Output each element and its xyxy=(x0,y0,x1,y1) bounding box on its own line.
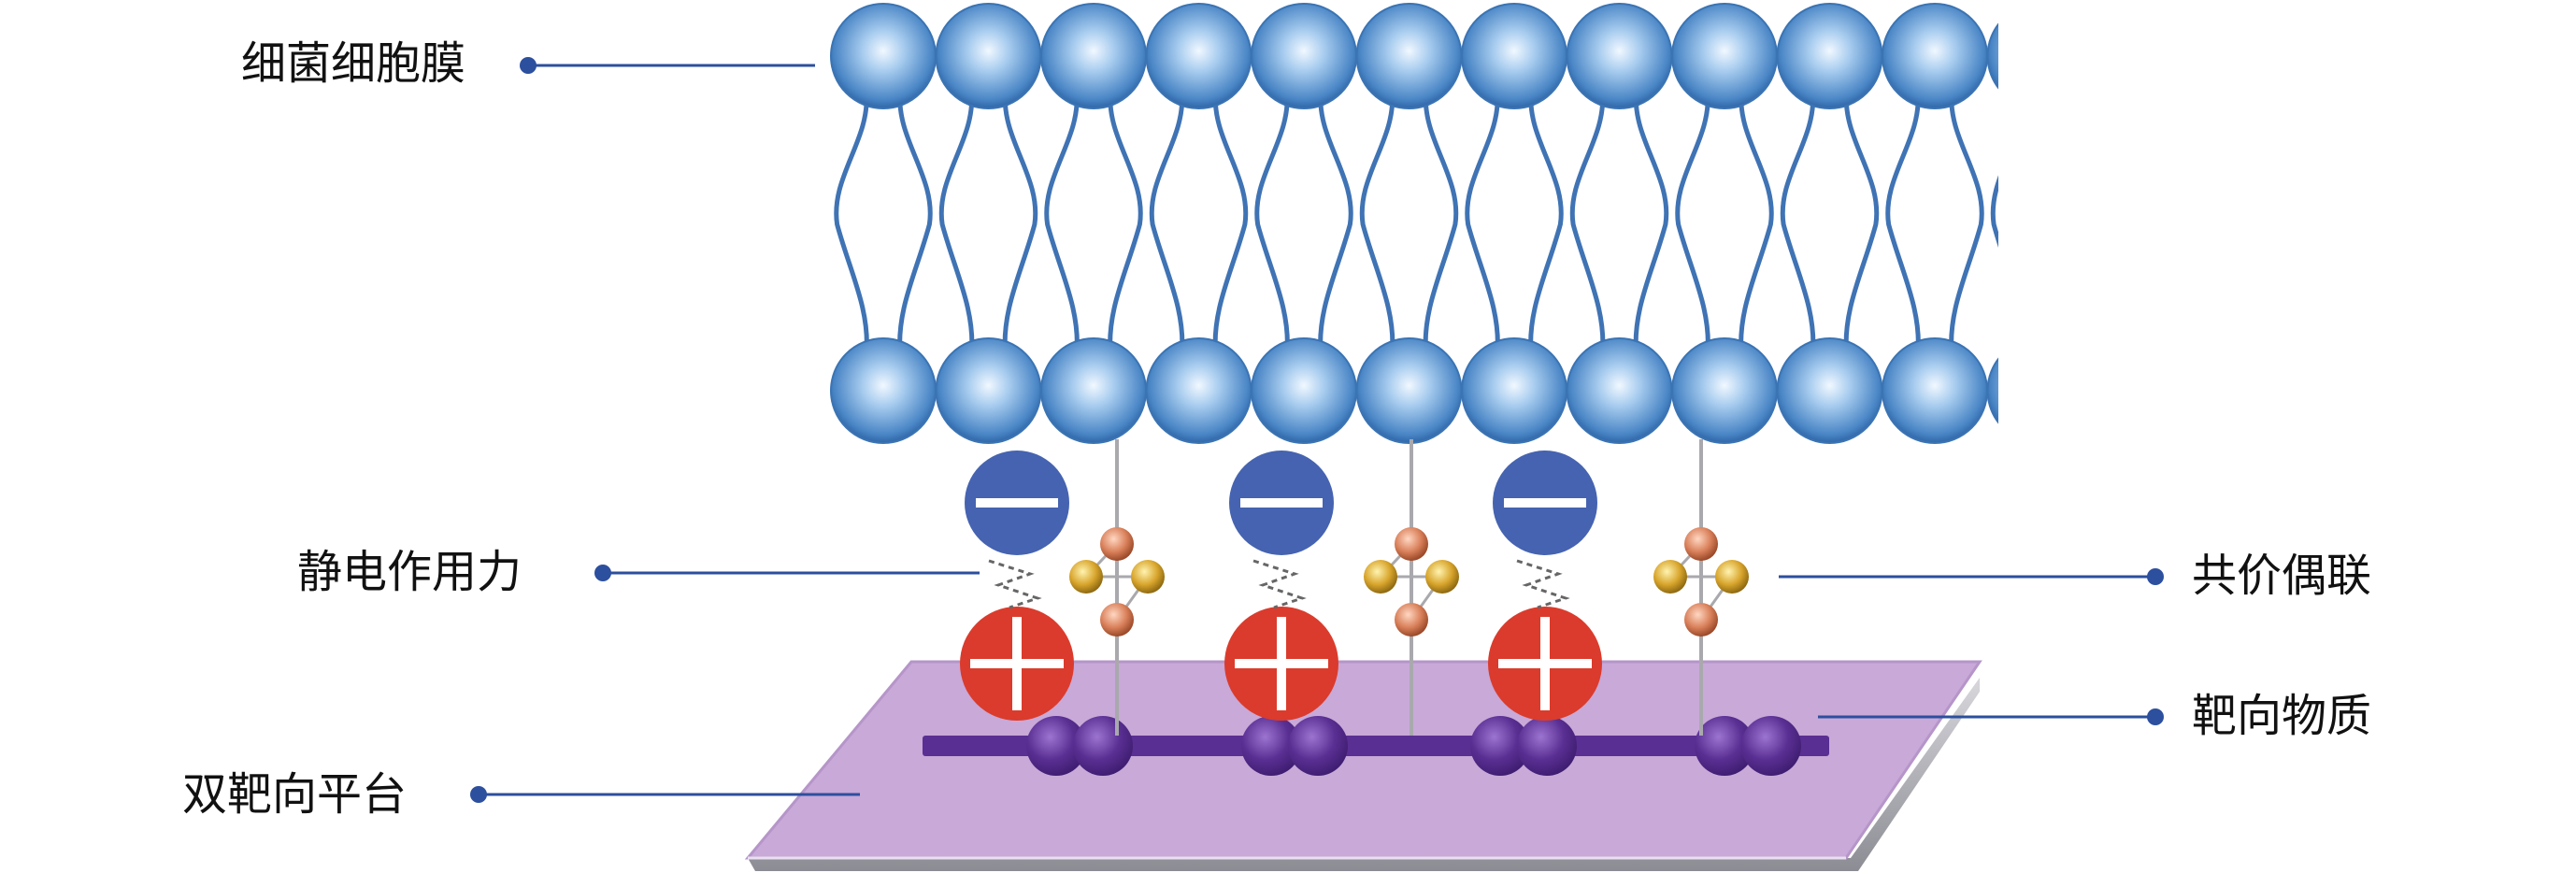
lipid-head-icon xyxy=(1040,3,1147,109)
label-dual-target-platform: 双靶向平台 xyxy=(182,768,408,821)
lipid-head-icon xyxy=(1251,337,1357,444)
lipid-head-icon xyxy=(1671,337,1778,444)
lipid-tail xyxy=(1002,93,1038,354)
lipid-head-icon xyxy=(1882,3,1988,109)
linker-bead-icon xyxy=(1100,603,1134,637)
lipid-head-icon xyxy=(1251,3,1357,109)
plus-bar-v xyxy=(1540,617,1550,710)
lipid-heads xyxy=(830,3,1998,444)
lipid-tail xyxy=(1739,93,1774,354)
linker-bead-icon xyxy=(1684,527,1718,561)
lipid-tail xyxy=(1843,93,1880,354)
leader-dot-platform xyxy=(470,786,487,803)
lipid-tail xyxy=(938,93,975,354)
linker-bead-icon xyxy=(1069,560,1103,594)
label-target-substance: 靶向物质 xyxy=(2192,690,2372,742)
lipid-head-icon xyxy=(1566,3,1673,109)
anchor-bead-icon xyxy=(1741,716,1801,776)
leader-dot-target-substance xyxy=(2147,708,2164,725)
minus-bar xyxy=(976,498,1058,508)
label-covalent-coupling: 共价偶联 xyxy=(2192,550,2372,602)
lipid-tail xyxy=(1149,93,1185,354)
lipid-tail xyxy=(1359,93,1395,354)
electrostatic-zigzag xyxy=(1516,559,1570,609)
label-leaders xyxy=(470,57,2164,803)
anchor-bead-icon xyxy=(1695,716,1754,776)
linker-bead-icon xyxy=(1715,560,1749,594)
linker-bead-icon xyxy=(1395,527,1428,561)
lipid-tail xyxy=(1254,93,1290,354)
lipid-head-icon xyxy=(1355,337,1463,444)
lipid-head-icon xyxy=(935,3,1042,109)
lipid-head-icon xyxy=(1145,3,1252,109)
lipid-head-icon xyxy=(830,337,937,444)
anchor-bead-icon xyxy=(1517,716,1577,776)
lipid-head-icon xyxy=(1986,357,1998,424)
linker-bead-icon xyxy=(1364,560,1397,594)
platform-edge xyxy=(748,678,1980,871)
lipid-tail xyxy=(1465,93,1500,354)
anchor-bar xyxy=(923,736,1829,756)
lipid-head-icon xyxy=(935,337,1042,444)
leader-dot-electrostatic xyxy=(594,565,611,581)
lipid-tail xyxy=(1780,93,1816,354)
covalent-linkers xyxy=(1069,439,1749,736)
lipid-tail xyxy=(1633,93,1669,354)
linker-bead-icon xyxy=(1425,560,1459,594)
lipid-tail xyxy=(2056,93,2087,353)
label-bacterial-membrane: 细菌细胞膜 xyxy=(241,37,466,90)
lipid-tails xyxy=(834,93,2087,354)
linker-bead-icon xyxy=(1653,560,1687,594)
lipid-head-icon xyxy=(1040,337,1147,444)
lipid-tail xyxy=(897,93,933,354)
anchor-bead-icon xyxy=(1073,716,1133,776)
lipid-tail xyxy=(1423,93,1459,354)
linker-bead-icon xyxy=(1131,560,1165,594)
lipid-head-icon xyxy=(1461,3,1567,109)
anchor-bead-icon xyxy=(1470,716,1530,776)
lipid-tail xyxy=(1949,93,1984,354)
electrostatic-charges xyxy=(960,451,1602,721)
dual-targeting-platform xyxy=(744,660,1982,871)
lipid-tail xyxy=(1044,93,1080,354)
lipid-head-icon xyxy=(1566,337,1673,444)
lipid-tail xyxy=(1675,93,1710,354)
anchor-bead-icon xyxy=(1026,716,1086,776)
lipid-head-icon xyxy=(830,3,937,109)
lipid-head-icon xyxy=(1145,337,1252,444)
lipid-tail xyxy=(1885,93,1921,354)
electrostatic-zigzag xyxy=(988,559,1042,609)
lipid-tail xyxy=(1990,175,1998,249)
lipid-head-icon xyxy=(1882,337,1988,444)
lipid-tail xyxy=(1108,93,1143,354)
leader-dot-covalent xyxy=(2147,568,2164,585)
bacterial-cell-membrane xyxy=(830,3,2087,444)
minus-bar xyxy=(1504,498,1586,508)
linker-bead-icon xyxy=(1684,603,1718,637)
lipid-tail xyxy=(1528,93,1564,354)
plus-bar-v xyxy=(1277,617,1286,710)
anchor-bead-icon xyxy=(1288,716,1348,776)
lipid-head-icon xyxy=(1355,3,1463,109)
lipid-head-icon xyxy=(1776,337,1883,444)
lipid-tail xyxy=(834,93,869,354)
lipid-head-icon xyxy=(1671,3,1778,109)
lipid-tail xyxy=(1569,93,1606,354)
anchor-bead-icon xyxy=(1241,716,1301,776)
linker-bead-icon xyxy=(1100,527,1134,561)
plus-bar-v xyxy=(1012,617,1022,710)
lipid-tail xyxy=(1318,93,1353,354)
lipid-head-icon xyxy=(1986,22,1998,90)
label-electrostatic-force: 静电作用力 xyxy=(297,546,522,598)
linker-bead-icon xyxy=(1395,603,1428,637)
leader-dot-membrane xyxy=(520,57,537,74)
lipid-tail xyxy=(1212,93,1249,354)
electrostatic-zigzag xyxy=(1252,559,1307,609)
lipid-head-icon xyxy=(1461,337,1567,444)
minus-bar xyxy=(1240,498,1323,508)
target-substance-layer xyxy=(923,716,1829,776)
lipid-head-icon xyxy=(1776,3,1883,109)
